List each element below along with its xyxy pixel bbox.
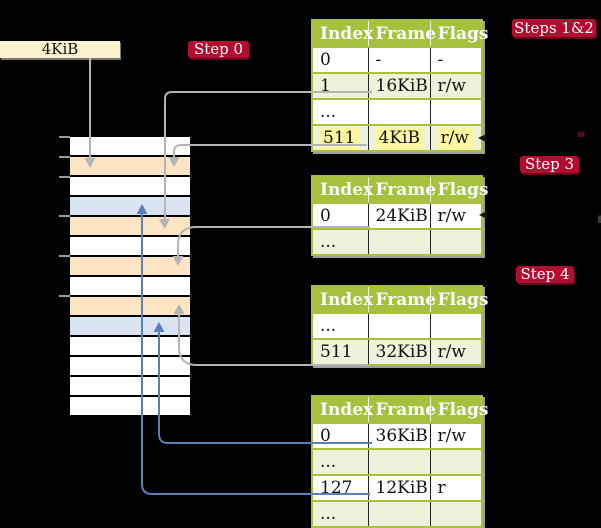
table-cell: 511 [312,124,369,151]
table-cell: r/w [430,338,482,365]
table-cell: - [368,46,431,73]
column-header-flags: Flags [430,20,489,47]
column-header-frame: Frame [368,176,436,203]
memory-frame-row-white [70,235,190,255]
table-cell [368,98,431,125]
table-cell: r/w [430,422,482,449]
memory-frame-row-blue [70,315,190,335]
table-cell: 16KiB [368,72,431,99]
table-row: ... [312,500,482,527]
memory-frame-row-blue [70,195,190,215]
table-cell: ... [312,312,369,339]
table-cell [430,500,482,527]
table-cell: r/w [430,72,482,99]
table-cell: 32KiB [368,338,431,365]
column-header-index: Index [312,286,373,313]
table-cell: ... [312,500,369,527]
column-header-flags: Flags [430,176,489,203]
address-tick [59,215,70,217]
table-cell: 24KiB [368,202,431,229]
table-cell [368,312,431,339]
memory-frame-row-white [70,137,190,155]
table-cell [430,312,482,339]
column-header-index: Index [312,20,373,47]
table-cell [430,448,482,475]
badge-step-3: Step 3 [520,156,579,173]
highlighted-value: 511 [320,127,360,150]
callout-fragment-steps12 [577,131,585,137]
table-cell: 127 [312,474,369,501]
table-row: 511 4KiB r/w [312,124,482,151]
table-cell: - [430,46,482,73]
physical-memory-column [70,137,190,415]
address-tick [59,176,70,178]
memory-frame-row-orange [70,215,190,235]
memory-frame-row-orange [70,155,190,175]
table-cell [430,228,482,255]
memory-frame-row-orange [70,295,190,315]
table-cell: 1 [312,72,369,99]
table-cell: ... [312,228,369,255]
address-tick [59,136,70,138]
memory-frame-row-white [70,175,190,195]
table-cell: 0 [312,422,369,449]
column-header-frame: Frame [368,20,436,47]
column-header-flags: Flags [430,396,489,423]
table-cell: r [430,474,482,501]
column-header-frame: Frame [368,396,436,423]
table-cell: 36KiB [368,422,431,449]
column-header-flags: Flags [430,286,489,313]
table-cell [368,448,431,475]
table-cell: 0 [312,202,369,229]
table-cell: r/w [430,124,482,151]
table-row: ... [312,312,482,339]
cr3-frame-box: 4KiB [0,41,120,58]
table-row: 0-- [312,46,482,73]
table-cell [368,228,431,255]
table-row: ... [312,448,482,475]
table-cell: 511 [312,338,369,365]
column-header-frame: Frame [368,286,436,313]
highlighted-value: 4KiB [375,127,424,150]
address-tick [59,156,70,158]
address-tick [59,295,70,297]
table-row: ... [312,98,482,125]
table-cell [430,98,482,125]
column-header-index: Index [312,396,373,423]
table-cell: r/w [430,202,482,229]
memory-frame-row-white [70,395,190,415]
memory-frame-row-orange [70,255,190,275]
memory-frame-row-white [70,335,190,355]
table-cell [368,500,431,527]
memory-frame-row-white [70,355,190,375]
column-header-index: Index [312,176,373,203]
badge-step-0: Step 0 [188,41,249,58]
memory-frame-row-white [70,275,190,295]
badge-steps-1-2: Steps 1&2 [512,19,596,37]
highlighted-value: r/w [437,127,473,150]
table-cell: 12KiB [368,474,431,501]
table-cell: 4KiB [368,124,431,151]
table-cell: 0 [312,46,369,73]
badge-step-4: Step 4 [516,266,574,283]
table-cell: ... [312,448,369,475]
table-cell: ... [312,98,369,125]
memory-frame-row-white [70,375,190,395]
table-row: ... [312,228,482,255]
address-tick [59,255,70,257]
